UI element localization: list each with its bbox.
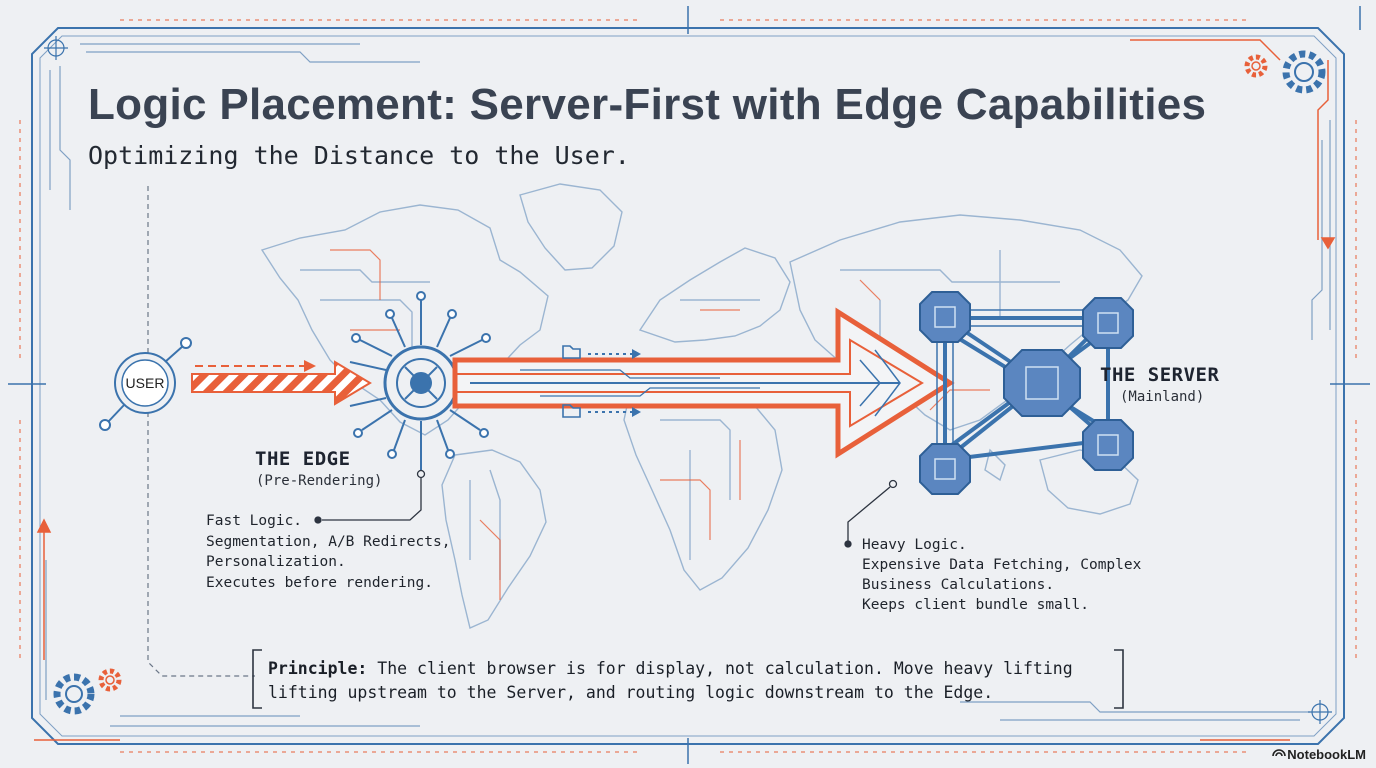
- folder-icon: [562, 345, 581, 418]
- hub-icon: [349, 291, 491, 470]
- user-node: [99, 337, 192, 431]
- edge-desc-line: Segmentation, A/B Redirects,: [206, 533, 451, 550]
- server-desc-line: Heavy Logic.: [862, 537, 967, 553]
- principle-box: Principle: The client browser is for dis…: [268, 657, 1073, 705]
- orange-decor: [34, 39, 1336, 741]
- dotted-data-arrows: [588, 349, 641, 417]
- edge-desc-line: Personalization.: [206, 554, 346, 570]
- server-desc-line: Business Calculations.: [862, 577, 1055, 593]
- gear-icon: [53, 50, 1326, 715]
- frame-center-marks: [8, 6, 1370, 764]
- server-desc-line: Expensive Data Fetching, Complex: [862, 557, 1142, 573]
- edge-desc-line: Fast Logic.: [206, 513, 303, 529]
- brand-name: NotebookLM: [1287, 747, 1366, 762]
- dashed-connector: [147, 186, 255, 677]
- user-label: USER: [125, 375, 165, 391]
- server-subtitle: (Mainland): [1120, 389, 1205, 405]
- principle-line-1: The client browser is for display, not c…: [377, 659, 1073, 678]
- principle-label: Principle:: [268, 659, 368, 678]
- principle-line-2: lifting upstream to the Server, and rout…: [268, 683, 994, 702]
- crosshair-icon: [44, 36, 1332, 724]
- server-desc-line: Keeps client bundle small.: [862, 597, 1089, 613]
- edge-subtitle: (Pre-Rendering): [256, 473, 383, 489]
- edge-description: Fast Logic. Segmentation, A/B Redirects,…: [206, 511, 450, 593]
- edge-desc-line: Executes before rendering.: [206, 574, 433, 591]
- gear-icon-orange: [98, 54, 1268, 692]
- dashed-request-arrow: [195, 360, 316, 372]
- edge-title: THE EDGE: [255, 448, 351, 470]
- principle-brackets: [252, 649, 1124, 709]
- server-description: Heavy Logic. Expensive Data Fetching, Co…: [862, 535, 1141, 615]
- server-leader: [844, 479, 898, 548]
- page-subtitle: Optimizing the Distance to the User.: [88, 141, 630, 170]
- striped-arrow: [191, 360, 372, 406]
- frame-ticks: [19, 19, 1357, 753]
- frame: [31, 27, 1345, 745]
- edge-leader: [314, 469, 426, 524]
- main-arrow: [452, 307, 955, 459]
- brand-icon: [1272, 749, 1286, 757]
- circuit-decor: [45, 43, 1331, 727]
- page-title: Logic Placement: Server-First with Edge …: [88, 80, 1207, 129]
- server-title: THE SERVER: [1100, 364, 1220, 386]
- server-chip-icon: [919, 291, 1134, 495]
